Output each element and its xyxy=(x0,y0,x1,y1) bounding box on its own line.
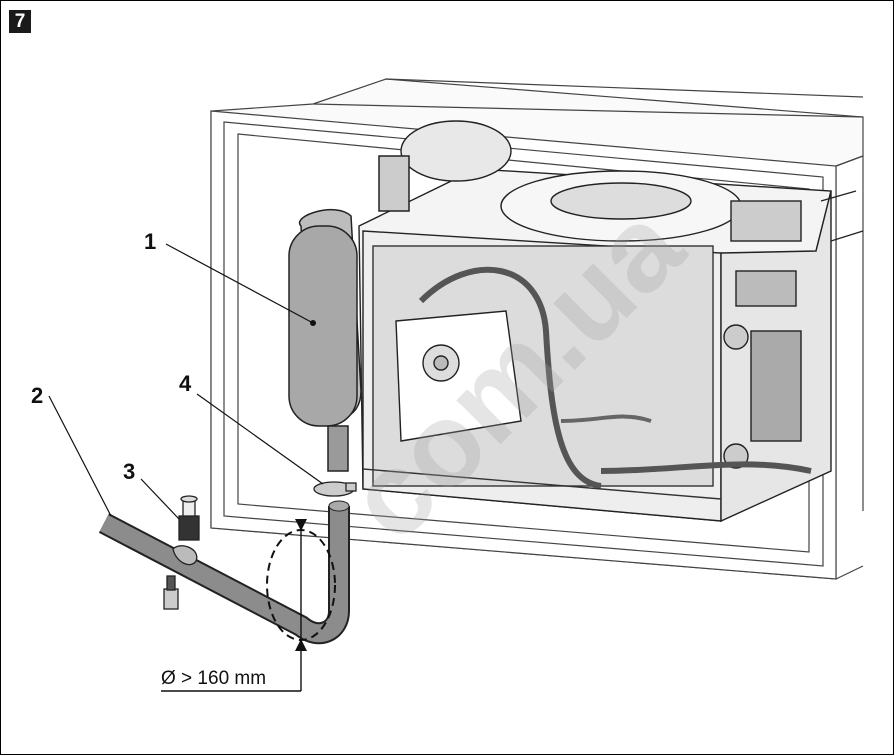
figure-number-badge: 7 xyxy=(9,10,31,33)
callout-1: 1 xyxy=(144,229,157,254)
bend-radius-indicator xyxy=(161,519,336,692)
callout-4: 4 xyxy=(179,371,192,396)
drain-hose xyxy=(98,500,350,645)
fastening-clip xyxy=(163,495,200,610)
leader-dot-1 xyxy=(310,320,316,326)
heater-chassis xyxy=(358,120,864,523)
expansion-tank xyxy=(288,155,410,472)
hose-clamp xyxy=(313,481,357,497)
callout-2: 2 xyxy=(31,383,44,408)
callout-leaders xyxy=(48,243,324,520)
bend-radius-label: Ø > 160 mm xyxy=(161,668,267,689)
callout-3: 3 xyxy=(123,459,136,484)
